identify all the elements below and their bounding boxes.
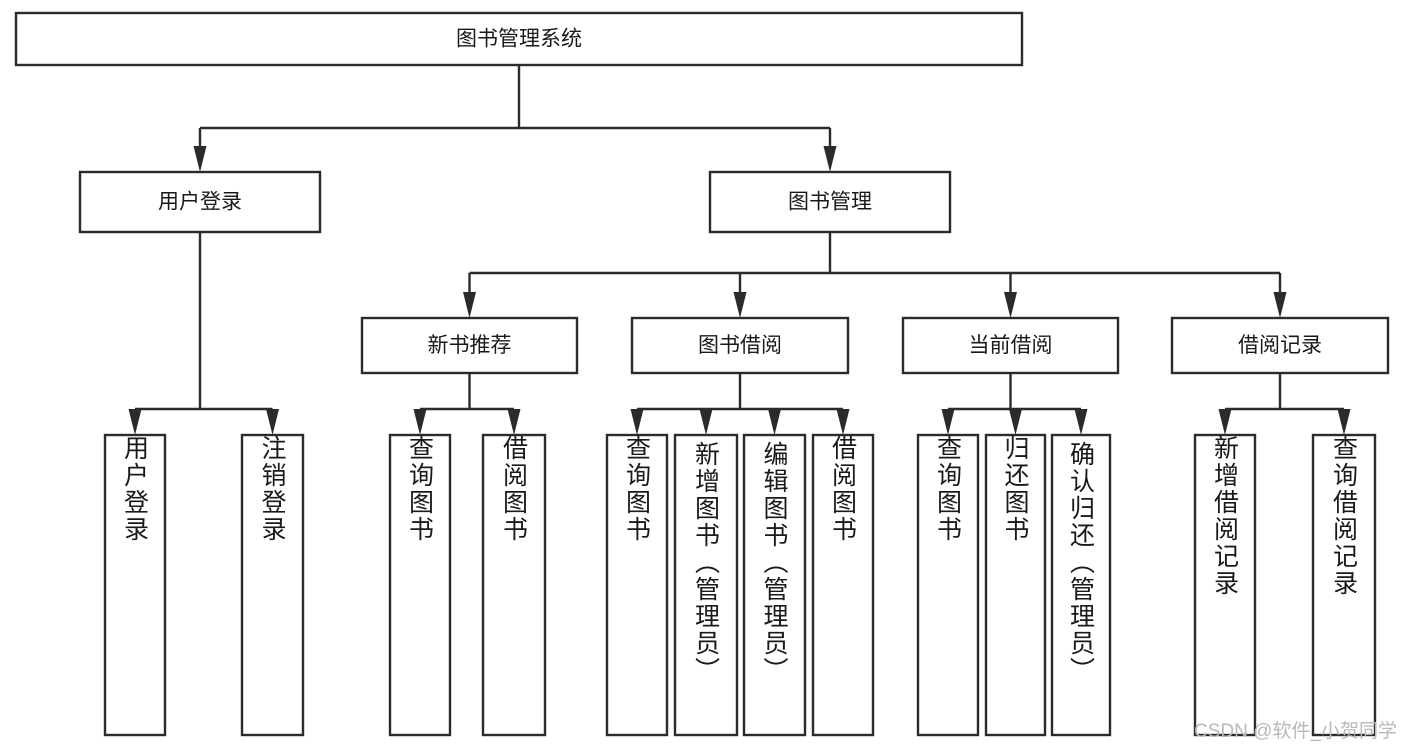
node-leaf-borrow-book-1[interactable] (481, 433, 547, 737)
node-leaf-user-login[interactable] (103, 433, 167, 737)
arrow-head-icon (1009, 409, 1022, 435)
node-label-book-borrow: 图书借阅 (698, 334, 782, 357)
node-leaf-return-book[interactable] (984, 433, 1047, 737)
arrow-head-icon (1004, 292, 1017, 318)
node-root-book-management-system[interactable] (14, 11, 1024, 67)
arrow-head-icon (836, 409, 850, 435)
arrow-head-icon (1273, 292, 1287, 318)
arrow-head-icon (823, 146, 837, 172)
node-leaf-query-book-1[interactable] (388, 433, 452, 737)
node-leaf-logout[interactable] (240, 433, 305, 737)
arrow-head-icon (1218, 409, 1232, 435)
node-user-login[interactable] (78, 170, 322, 234)
arrow-head-icon (1074, 409, 1088, 435)
arrow-head-icon (733, 292, 747, 318)
arrow-head-icon (266, 409, 279, 435)
node-current-borrow[interactable] (901, 316, 1120, 375)
arrow-head-icon (413, 409, 427, 435)
arrow-head-icon (128, 409, 142, 435)
connector-layer (128, 65, 1351, 435)
node-borrow-record[interactable] (1170, 316, 1390, 375)
node-label-borrow-record: 借阅记录 (1238, 334, 1322, 357)
box-layer (14, 11, 1390, 737)
arrow-head-icon (193, 146, 207, 172)
arrow-head-icon (507, 409, 521, 435)
node-label-current-borrow: 当前借阅 (969, 334, 1053, 357)
node-book-borrow[interactable] (630, 316, 850, 375)
arrow-head-icon (699, 409, 713, 435)
node-leaf-query-book-3[interactable] (916, 433, 980, 737)
arrow-head-icon (463, 292, 476, 318)
node-new-book-recommend[interactable] (360, 316, 579, 375)
arrow-head-icon (1337, 409, 1351, 435)
arrow-head-icon (941, 409, 955, 435)
watermark: CSDN @软件_小贺同学 (1194, 721, 1397, 742)
arrow-head-icon (768, 409, 781, 435)
node-leaf-query-book-2[interactable] (605, 433, 669, 737)
node-label-user-login: 用户登录 (158, 191, 242, 214)
arrow-head-icon (630, 409, 644, 435)
node-label-root: 图书管理系统 (456, 28, 582, 51)
node-leaf-edit-book-admin[interactable] (742, 433, 807, 737)
node-leaf-query-record[interactable] (1311, 433, 1377, 737)
node-leaf-borrow-book-2[interactable] (811, 433, 875, 737)
node-book-management[interactable] (708, 170, 952, 234)
node-label-new-book-recommend: 新书推荐 (428, 334, 512, 357)
node-leaf-add-book-admin[interactable] (673, 433, 739, 737)
node-leaf-add-record[interactable] (1193, 433, 1257, 737)
node-label-book-management: 图书管理 (788, 191, 872, 214)
node-leaf-confirm-return[interactable] (1050, 433, 1112, 737)
